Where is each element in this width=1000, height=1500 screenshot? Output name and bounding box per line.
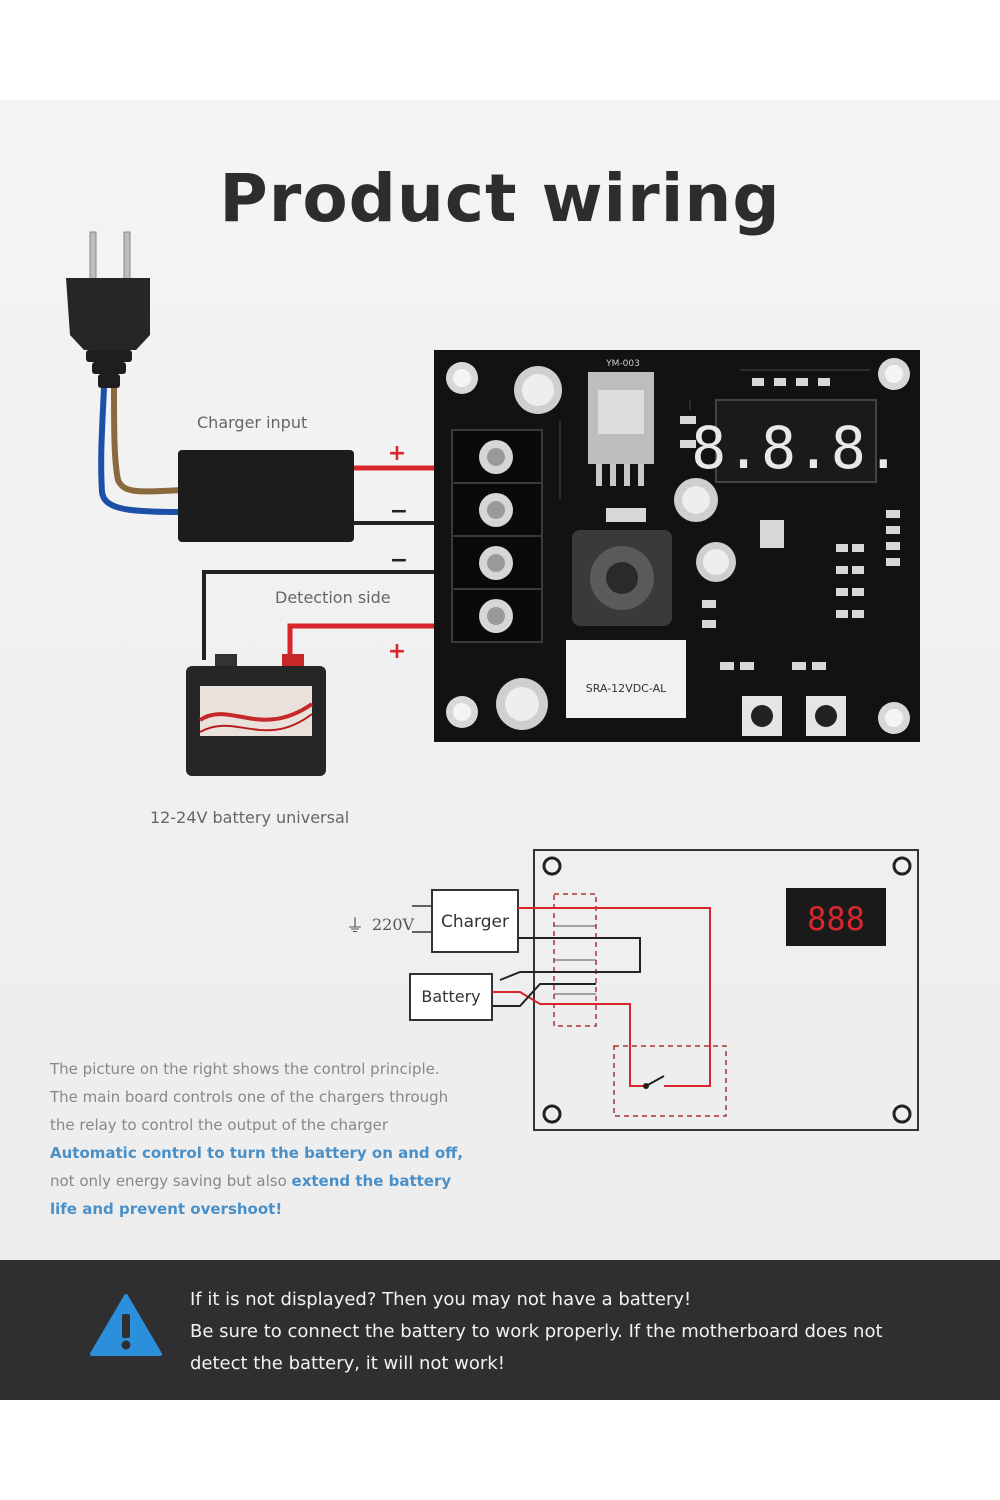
schematic-battery-label: Battery xyxy=(421,987,480,1006)
charger-plus-sign: + xyxy=(388,441,406,466)
warning-banner: If it is not displayed? Then you may not… xyxy=(0,1260,1000,1400)
power-plug-icon xyxy=(66,231,150,388)
description-highlight: life and prevent overshoot! xyxy=(50,1200,283,1218)
control-schematic xyxy=(409,849,919,1131)
battery-negative-wire xyxy=(202,570,478,660)
warning-triangle-icon xyxy=(90,1294,162,1356)
warning-text: If it is not displayed? Then you may not… xyxy=(190,1284,950,1380)
ac-wire-blue xyxy=(98,387,183,515)
description-line: not only energy saving but also extend t… xyxy=(50,1167,510,1195)
page-title: Product wiring xyxy=(219,160,781,237)
battery-universal-label: 12-24V battery universal xyxy=(150,808,350,827)
charger-minus-sign: − xyxy=(390,499,408,524)
warning-line: Be sure to connect the battery to work p… xyxy=(190,1321,883,1342)
schematic-charger-label: Charger xyxy=(441,912,509,932)
warning-line: detect the battery, it will not work! xyxy=(190,1353,505,1374)
circuit-board xyxy=(434,350,920,742)
ac-wire-brown xyxy=(111,387,183,495)
description-plain: not only energy saving but also xyxy=(50,1172,287,1190)
description-line: The picture on the right shows the contr… xyxy=(50,1060,440,1078)
warning-line: If it is not displayed? Then you may not… xyxy=(190,1289,692,1310)
board-display-digits: 8.8.8. xyxy=(691,414,901,482)
wiring-illustration: 8.8.8. YM-003 SRA-12VDC-AL + − − + xyxy=(66,231,920,1131)
description-line: the relay to control the output of the c… xyxy=(50,1116,389,1134)
ac-plug-symbol: ⏚ xyxy=(346,916,364,937)
charger-input-label: Charger input xyxy=(197,413,308,432)
board-model-text: YM-003 xyxy=(605,359,640,369)
battery-icon xyxy=(186,654,326,776)
detection-side-label: Detection side xyxy=(275,588,391,607)
battery-minus-sign: − xyxy=(390,548,408,573)
charger-box xyxy=(178,450,354,542)
battery-plus-sign: + xyxy=(388,639,406,664)
ac-input-label: 220V xyxy=(372,915,415,934)
description-line: The main board controls one of the charg… xyxy=(50,1088,449,1106)
relay-label: SRA-12VDC-AL xyxy=(586,682,667,695)
control-principle-description: The picture on the right shows the contr… xyxy=(50,1055,510,1223)
wiring-panel: Product wiring xyxy=(0,100,1000,1400)
schematic-display-digits: 888 xyxy=(807,900,865,938)
description-highlight: extend the battery xyxy=(291,1172,452,1190)
description-highlight: Automatic control to turn the battery on… xyxy=(50,1144,464,1162)
